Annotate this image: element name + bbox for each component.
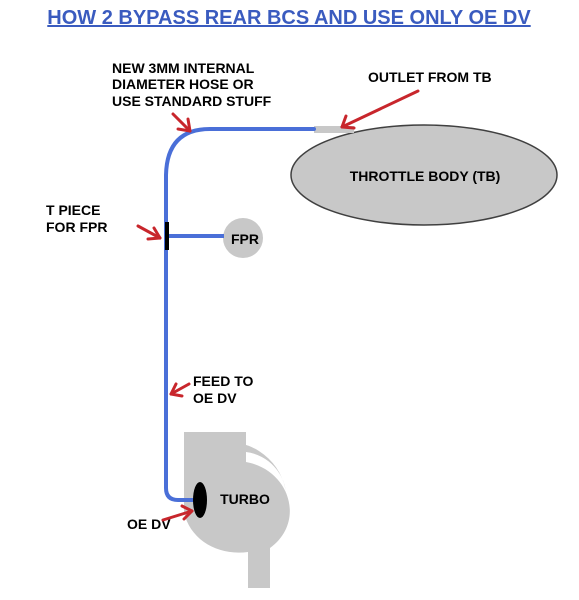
fpr-label: FPR <box>231 231 259 247</box>
feed-label-line1: FEED TO <box>193 373 254 389</box>
arrow-oe-dv <box>161 504 194 522</box>
fpr <box>223 218 263 258</box>
outlet-label: OUTLET FROM TB <box>368 69 492 85</box>
hose-label-line2: DIAMETER HOSE OR <box>112 76 254 92</box>
tpiece-label-line2: FOR FPR <box>46 219 107 235</box>
tb-outlet <box>314 126 354 133</box>
tpiece-label-line1: T PIECE <box>46 202 100 218</box>
hose-label-line3: USE STANDARD STUFF <box>112 93 272 109</box>
oe-dv <box>193 482 207 518</box>
oe-dv-label: OE DV <box>127 516 171 532</box>
feed-label-line2: OE DV <box>193 390 237 406</box>
arrow-hose <box>171 112 192 133</box>
hose-main <box>164 127 316 502</box>
throttle-body <box>290 124 558 226</box>
arrow-outlet <box>340 89 420 130</box>
arrow-feed <box>169 382 191 398</box>
hose-label-line1: NEW 3MM INTERNAL <box>112 60 255 76</box>
turbo-housing-body <box>184 432 290 588</box>
arrow-tpiece <box>136 224 162 241</box>
throttle-body-label: THROTTLE BODY (TB) <box>350 168 501 184</box>
turbo-label: TURBO <box>220 491 270 507</box>
diagram-title: HOW 2 BYPASS REAR BCS AND USE ONLY OE DV <box>47 7 531 29</box>
